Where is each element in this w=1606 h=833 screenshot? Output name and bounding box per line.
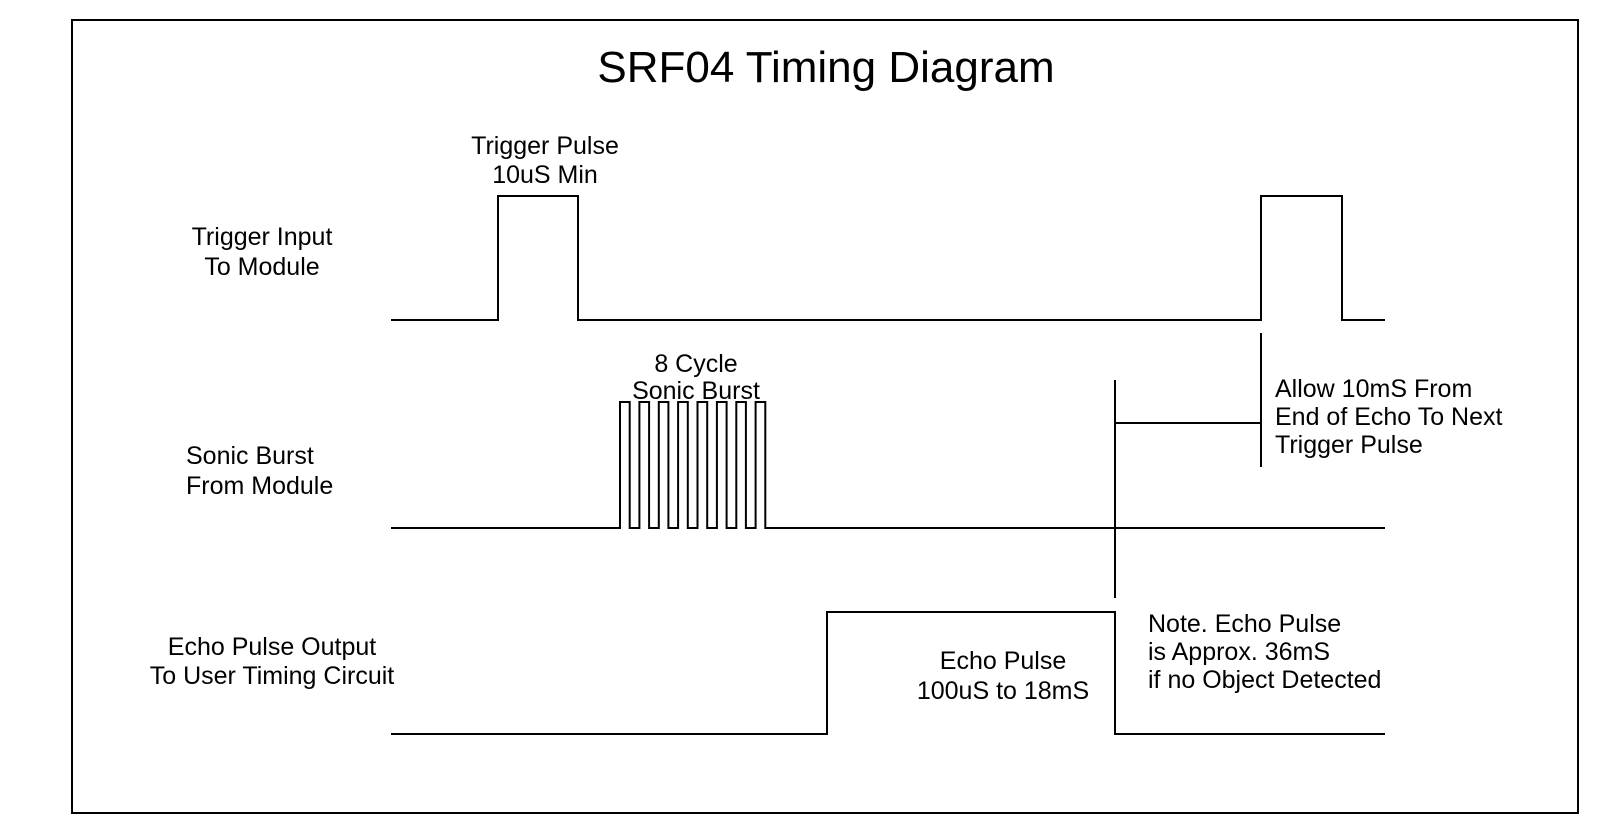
note-annotation-line1: Note. Echo Pulse <box>1148 610 1341 638</box>
allow-time-annotation-line2: End of Echo To Next <box>1275 403 1503 431</box>
echo-pulse-annotation-line1: Echo Pulse <box>940 647 1066 675</box>
echo-channel-label-line1: Echo Pulse Output <box>168 633 377 661</box>
trigger-channel-label-line2: To Module <box>204 253 319 281</box>
trigger-waveform <box>391 195 1385 321</box>
echo-pulse-annotation-line2: 100uS to 18mS <box>917 677 1089 705</box>
echo-channel-label-line2: To User Timing Circuit <box>150 662 395 690</box>
echo-waveform <box>391 611 1385 735</box>
sonic-burst-annotation-line1: 8 Cycle <box>654 350 737 378</box>
sonic-burst-annotation-line2: Sonic Burst <box>632 377 760 405</box>
burst-channel-label-line2: From Module <box>186 472 333 500</box>
sonic-burst-waveform <box>391 401 1385 529</box>
trigger-channel-label-line1: Trigger Input <box>192 223 333 251</box>
diagram-frame <box>71 19 1579 814</box>
diagram-title: SRF04 Timing Diagram <box>597 43 1054 92</box>
trigger-pulse-annotation-line2: 10uS Min <box>492 161 598 189</box>
allow-time-annotation-line3: Trigger Pulse <box>1275 431 1423 459</box>
burst-channel-label-line1: Sonic Burst <box>186 442 314 470</box>
note-annotation-line2: is Approx. 36mS <box>1148 638 1330 666</box>
trigger-pulse-annotation-line1: Trigger Pulse <box>471 132 619 160</box>
note-annotation-line3: if no Object Detected <box>1148 666 1381 694</box>
allow-time-annotation-line1: Allow 10mS From <box>1275 375 1472 403</box>
